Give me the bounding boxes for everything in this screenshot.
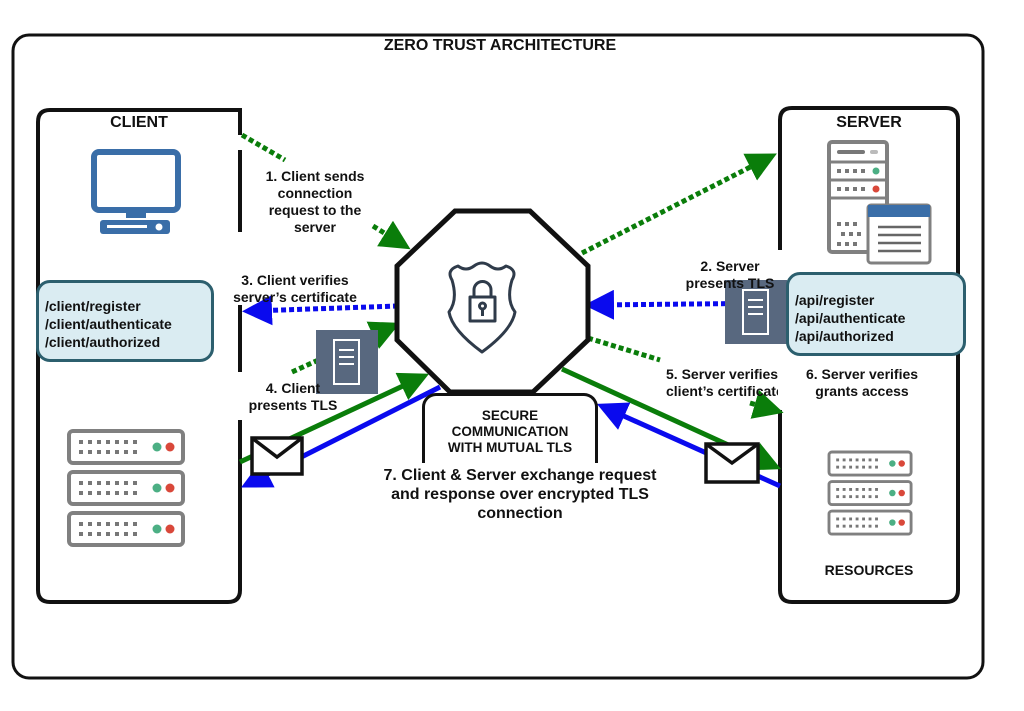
server-box [778,106,960,604]
endpoint: /api/authenticate [795,310,906,326]
server-tower-icon [827,140,932,265]
endpoint: /client/register [45,298,141,314]
endpoint: /api/authorized [795,328,894,344]
arrow-step5-a [587,335,661,363]
arrow-to-server [580,153,777,256]
client-label: CLIENT [110,114,168,131]
server-endpoints: /api/register /api/authenticate /api/aut… [786,272,966,356]
arrow-step1-a [240,132,287,163]
zero-trust-gateway-octagon [394,208,591,395]
client-endpoints: /client/register /client/authenticate /c… [36,280,214,362]
client-server-rack-icon [67,429,185,547]
endpoint: /client/authenticate [45,316,172,332]
client-certificate-icon [316,330,378,394]
resources-server-rack-icon [827,450,913,536]
arrow-step5-b [749,390,784,419]
outer-frame [11,33,985,680]
diagram-title: ZERO TRUST ARCHITECTURE [383,37,617,54]
server-certificate-icon [725,280,787,344]
server-label: SERVER [836,114,902,131]
arrow-step3 [242,295,399,326]
arrow-step1-b [371,220,411,250]
resources-label: RESOURCES [824,562,914,578]
endpoint: /api/register [795,292,875,308]
endpoint: /client/authorized [45,334,161,350]
envelope-icon-left [250,436,304,476]
desktop-computer-icon [91,149,181,234]
envelope-icon-right [704,442,760,484]
shield-lock-icon [447,261,517,354]
